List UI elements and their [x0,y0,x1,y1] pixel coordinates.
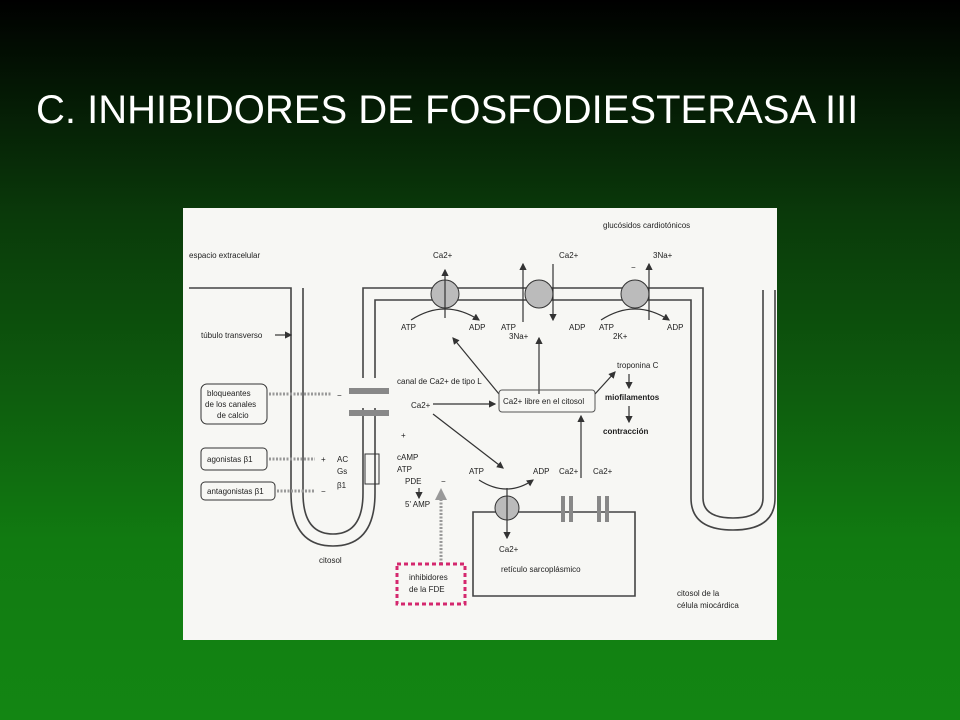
label-adp2: ADP [569,323,585,332]
ca-libre-box [498,389,596,413]
label-ca-top1: Ca2+ [433,251,453,260]
label-bloq1: bloqueantes [207,389,251,398]
na-k-atpase [600,262,671,321]
label-ca-sr2: Ca2+ [593,467,613,476]
label-ca-sr1: Ca2+ [559,467,579,476]
serca-pump [478,479,534,540]
label-atp-sr: ATP [469,467,484,476]
box-agonistas [200,447,268,471]
label-ca-top2: Ca2+ [559,251,579,260]
label-agonistas: agonistas β1 [207,455,253,464]
label-minus-antagonistas: − [321,487,326,496]
label-adp1: ADP [469,323,485,332]
label-beta1: β1 [337,481,347,490]
label-atp1: ATP [401,323,416,332]
label-amp: 5' AMP [405,500,430,509]
label-adp3: ADP [667,323,683,332]
reticulo-sarcoplasmico [472,511,636,597]
label-troponina: troponina C [617,361,659,370]
label-bloq2: de los canales [205,400,256,409]
inhibitor-arrowhead [435,488,447,500]
label-plus-agonistas: + [321,455,326,464]
l-type-channel-top [349,388,389,394]
ca-pump-sarcolemma [410,268,481,321]
diagram-panel: glucósidos cardiotónicos espacio extrace… [183,208,777,640]
label-gs: Gs [337,467,347,476]
label-ca-libre: Ca2+ libre en el citosol [503,397,584,406]
na-ca-exchanger [519,262,557,322]
sarcolemma-top [362,287,764,519]
ryr-channels [561,496,609,522]
sarcolemma-inner [302,288,364,535]
label-tubulo: túbulo transverso [201,331,263,340]
label-minus-glucosidos: − [631,263,636,272]
ac-complex [364,453,380,485]
label-antagonistas: antagonistas β1 [207,487,264,496]
label-atp-ac: ATP [397,465,412,474]
label-glucosidos: glucósidos cardiotónicos [603,221,690,230]
label-pde: PDE [405,477,421,486]
label-camp: cAMP [397,453,418,462]
label-atp3: ATP [599,323,614,332]
label-ca-sr-in: Ca2+ [499,545,519,554]
label-citosol: citosol [319,556,342,565]
pathway-diagram: glucósidos cardiotónicos espacio extrace… [189,221,776,610]
label-atp2: ATP [501,323,516,332]
l-type-channel-bottom [349,410,389,416]
label-minus-bloq: − [337,391,342,400]
label-na2: 3Na+ [509,332,529,341]
highlight-inhibidores-box [395,562,467,606]
label-reticulo: retículo sarcoplásmico [501,565,581,574]
label-ac: AC [337,455,348,464]
label-espacio-extracelular: espacio extracelular [189,251,260,260]
label-inhib2: de la FDE [409,585,445,594]
slide-title: C. INHIBIDORES DE FOSFODIESTERASA III [36,88,859,132]
label-canal: canal de Ca2+ de tipo L [397,377,482,386]
label-na-top: 3Na+ [653,251,673,260]
label-ca-cyt: Ca2+ [411,401,431,410]
sarcolemma-top-outer [374,290,776,531]
label-plus-camp: + [401,431,406,440]
sarcolemma [189,287,376,547]
label-citosol-cel2: célula miocárdica [677,601,739,610]
label-minus-pde: − [441,477,446,486]
label-adp-sr: ADP [533,467,549,476]
box-antagonistas [200,481,276,501]
box-bloqueantes [200,383,268,425]
label-k3: 2K+ [613,332,628,341]
label-contraccion: contracción [603,427,648,436]
label-inhib1: inhibidores [409,573,448,582]
label-miofilamentos: miofilamentos [605,393,660,402]
label-citosol-cel1: citosol de la [677,589,720,598]
label-bloq3: de calcio [217,411,249,420]
